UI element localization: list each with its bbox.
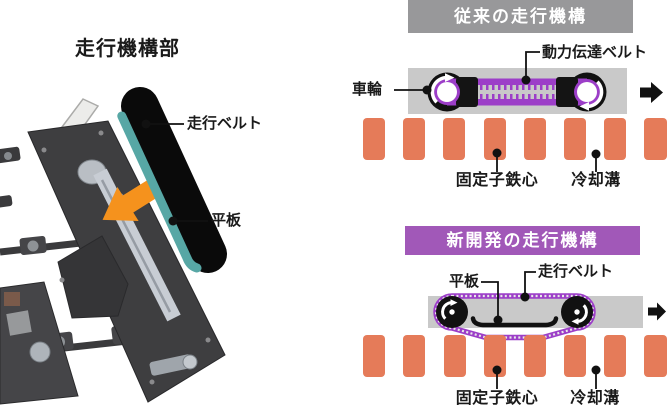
leader-cooling-groove-2 [591, 365, 601, 389]
rotation-arrow-left-icon [430, 73, 455, 104]
wheel-right-icon [561, 296, 593, 328]
machine-illustration [0, 87, 227, 405]
label-power-belt: 動力伝達ベルト [542, 44, 648, 61]
wheel-left-icon [436, 296, 468, 328]
stator-blocks [363, 335, 667, 377]
leader-stator-core-2 [492, 365, 502, 389]
stator-blocks [363, 118, 667, 160]
leader-travel-belt-2 [520, 271, 536, 302]
banner-conventional: 従来の走行機構 [408, 0, 633, 33]
new-mechanism-diagram [363, 271, 667, 389]
label-flat-plate-left: 平板 [211, 212, 242, 229]
label-wheel: 車輪 [352, 81, 383, 98]
leader-power-belt [521, 51, 540, 85]
direction-arrow-icon [648, 302, 666, 321]
label-stator-core-1: 固定子鉄心 [455, 172, 539, 189]
banner-new: 新開発の走行機構 [405, 226, 640, 255]
flat-plate-strip [117, 111, 202, 273]
flat-plate-bar [470, 316, 559, 328]
leader-stator-core-1 [492, 148, 502, 172]
label-stator-core-2: 固定子鉄心 [455, 390, 539, 407]
label-travel-belt-2: 走行ベルト [538, 263, 614, 280]
label-cooling-groove-1: 冷却溝 [571, 172, 621, 189]
frame-plate [0, 281, 79, 405]
leader-flat-plate-left [168, 216, 208, 226]
leader-flat-plate-2 [481, 281, 503, 325]
label-flat-plate-2: 平板 [449, 273, 480, 290]
wheel-hubs [434, 79, 600, 105]
left-fittings [0, 146, 21, 208]
leader-travel-belt-left [141, 119, 184, 129]
leader-cooling-groove-1 [591, 149, 601, 172]
power-belt [447, 77, 587, 107]
conventional-mechanism-diagram [363, 51, 667, 172]
page-title: 走行機構部 [75, 38, 180, 60]
leader-wheel [394, 85, 432, 95]
travel-belt-shape [121, 87, 227, 273]
label-travel-belt-left: 走行ベルト [187, 115, 263, 132]
label-cooling-groove-2: 冷却溝 [570, 390, 620, 407]
sub-panel [57, 235, 129, 319]
rotation-arrow-right-icon [579, 80, 604, 111]
direction-arrow-icon [640, 82, 663, 103]
